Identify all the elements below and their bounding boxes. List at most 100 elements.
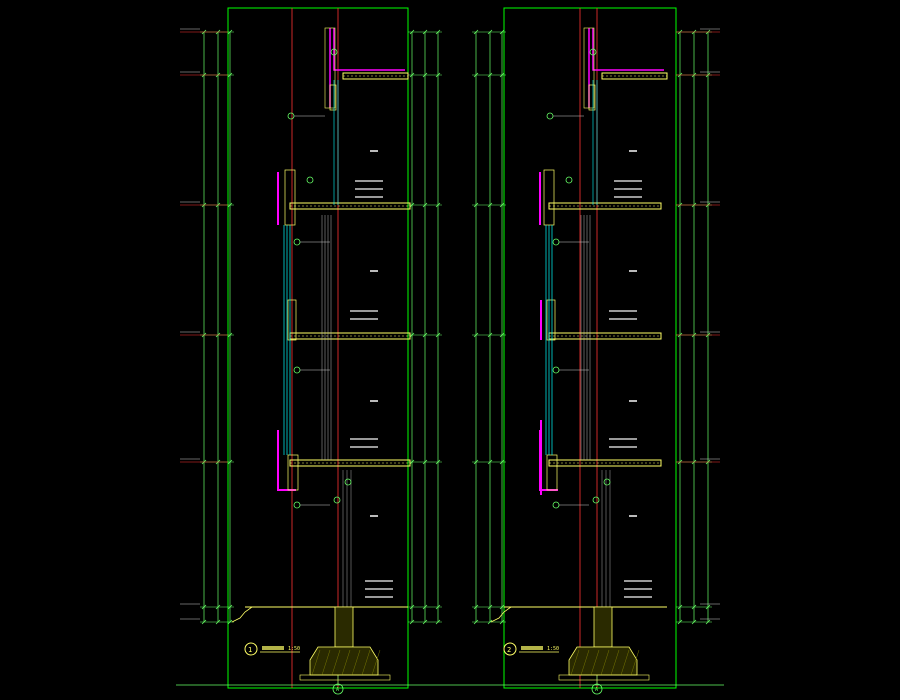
dimension-tick-mark bbox=[227, 604, 233, 610]
dimension-tick-mark bbox=[435, 459, 441, 465]
room-label bbox=[370, 400, 378, 402]
dimension-tick-mark bbox=[409, 459, 415, 465]
dimension-tick-mark bbox=[499, 72, 505, 78]
dimension-tick-mark bbox=[227, 72, 233, 78]
dimension-tick-mark bbox=[705, 619, 711, 625]
dimension-tick-mark bbox=[435, 72, 441, 78]
detail-callout bbox=[306, 176, 314, 184]
dimension-tick-mark bbox=[422, 604, 428, 610]
parapet-wall bbox=[588, 28, 664, 108]
room-label bbox=[629, 400, 637, 402]
detail-callout bbox=[293, 238, 301, 246]
room-label bbox=[370, 150, 378, 152]
dimension-tick-mark bbox=[201, 604, 207, 610]
dimension-tick-mark bbox=[435, 332, 441, 338]
annotation-note bbox=[614, 196, 642, 198]
section-1-title: 1 1:50 bbox=[244, 642, 300, 656]
detail-callout bbox=[287, 112, 295, 120]
dimension-tick-mark bbox=[499, 29, 505, 35]
detail-callout bbox=[552, 501, 560, 509]
footing-hatch bbox=[610, 649, 620, 676]
section-1 bbox=[231, 27, 411, 681]
footing-hatch bbox=[371, 649, 381, 676]
footing-base bbox=[558, 674, 650, 681]
section-2-scale: 1:50 bbox=[547, 646, 559, 652]
footing-hatch bbox=[311, 649, 321, 676]
axis-marker-1-label: A bbox=[336, 687, 339, 693]
dimension-tick-mark bbox=[473, 459, 479, 465]
annotation-note bbox=[609, 446, 637, 448]
dimension-tick-mark bbox=[487, 459, 493, 465]
footing-hatch bbox=[321, 649, 331, 676]
dimension-tick-mark bbox=[409, 332, 415, 338]
room-label bbox=[629, 270, 637, 272]
axis-marker-1-circle bbox=[332, 683, 344, 695]
detail-callout bbox=[293, 366, 301, 374]
dimension-tick-mark bbox=[227, 619, 233, 625]
annotation-note bbox=[609, 318, 637, 320]
parapet-wall bbox=[329, 28, 405, 108]
detail-callout bbox=[565, 176, 573, 184]
dimension-tick-mark bbox=[422, 29, 428, 35]
annotation-note bbox=[624, 588, 652, 590]
concrete-wall bbox=[329, 84, 337, 111]
annotation-note bbox=[365, 596, 393, 598]
room-label bbox=[629, 150, 637, 152]
footing-hatch bbox=[590, 649, 600, 676]
annotation-note bbox=[614, 188, 642, 190]
axis-marker-2-label: A bbox=[595, 687, 598, 693]
footing-hatch bbox=[361, 649, 371, 676]
dimension-tick-mark bbox=[409, 72, 415, 78]
dimension-tick-mark bbox=[201, 619, 207, 625]
dimension-tick-mark bbox=[691, 619, 697, 625]
annotation-note bbox=[624, 596, 652, 598]
concrete-wall bbox=[588, 84, 596, 111]
dimension-tick-mark bbox=[473, 29, 479, 35]
dimension-tick-mark bbox=[677, 604, 683, 610]
dimension-tick-mark bbox=[215, 619, 221, 625]
dimension-tick-mark bbox=[473, 604, 479, 610]
dimension-tick-mark bbox=[499, 202, 505, 208]
detail-callout bbox=[330, 48, 338, 56]
foundation-footing bbox=[568, 646, 638, 676]
detail-callout bbox=[344, 478, 352, 486]
section-2-title: 2 1:50 bbox=[503, 642, 559, 656]
section-2 bbox=[490, 27, 668, 681]
dimension-tick-mark bbox=[473, 619, 479, 625]
detail-callout bbox=[552, 366, 560, 374]
footing-hatch bbox=[341, 649, 351, 676]
section-2-number-circle bbox=[503, 642, 517, 656]
detail-callout bbox=[552, 238, 560, 246]
annotation-note bbox=[350, 318, 378, 320]
annotation-note bbox=[609, 310, 637, 312]
concrete-wall bbox=[284, 169, 296, 226]
section-1-frame bbox=[227, 7, 409, 689]
footing-hatch bbox=[351, 649, 361, 676]
section-2-title-block bbox=[521, 646, 543, 650]
dimension-tick-mark bbox=[435, 29, 441, 35]
dimension-tick-mark bbox=[227, 202, 233, 208]
annotation-note bbox=[624, 580, 652, 582]
dimension-tick-mark bbox=[691, 604, 697, 610]
concrete-wall bbox=[287, 299, 297, 341]
detail-callout bbox=[293, 501, 301, 509]
dimension-tick-mark bbox=[487, 619, 493, 625]
room-label bbox=[370, 270, 378, 272]
foundation-footing bbox=[309, 646, 379, 676]
section-2-number: 2 bbox=[507, 646, 511, 654]
annotation-note bbox=[365, 588, 393, 590]
annotation-note bbox=[365, 580, 393, 582]
dimension-tick-mark bbox=[487, 604, 493, 610]
section-1-number: 1 bbox=[248, 646, 252, 654]
dimension-tick-mark bbox=[705, 604, 711, 610]
footing-hatch bbox=[331, 649, 341, 676]
dimension-tick-mark bbox=[487, 332, 493, 338]
detail-callout bbox=[603, 478, 611, 486]
dimension-tick-mark bbox=[215, 604, 221, 610]
dimension-tick-mark bbox=[473, 72, 479, 78]
dimension-tick-mark bbox=[409, 29, 415, 35]
dimension-tick-mark bbox=[422, 619, 428, 625]
footing-hatch bbox=[630, 649, 640, 676]
annotation-note bbox=[355, 188, 383, 190]
dimension-tick-mark bbox=[227, 332, 233, 338]
